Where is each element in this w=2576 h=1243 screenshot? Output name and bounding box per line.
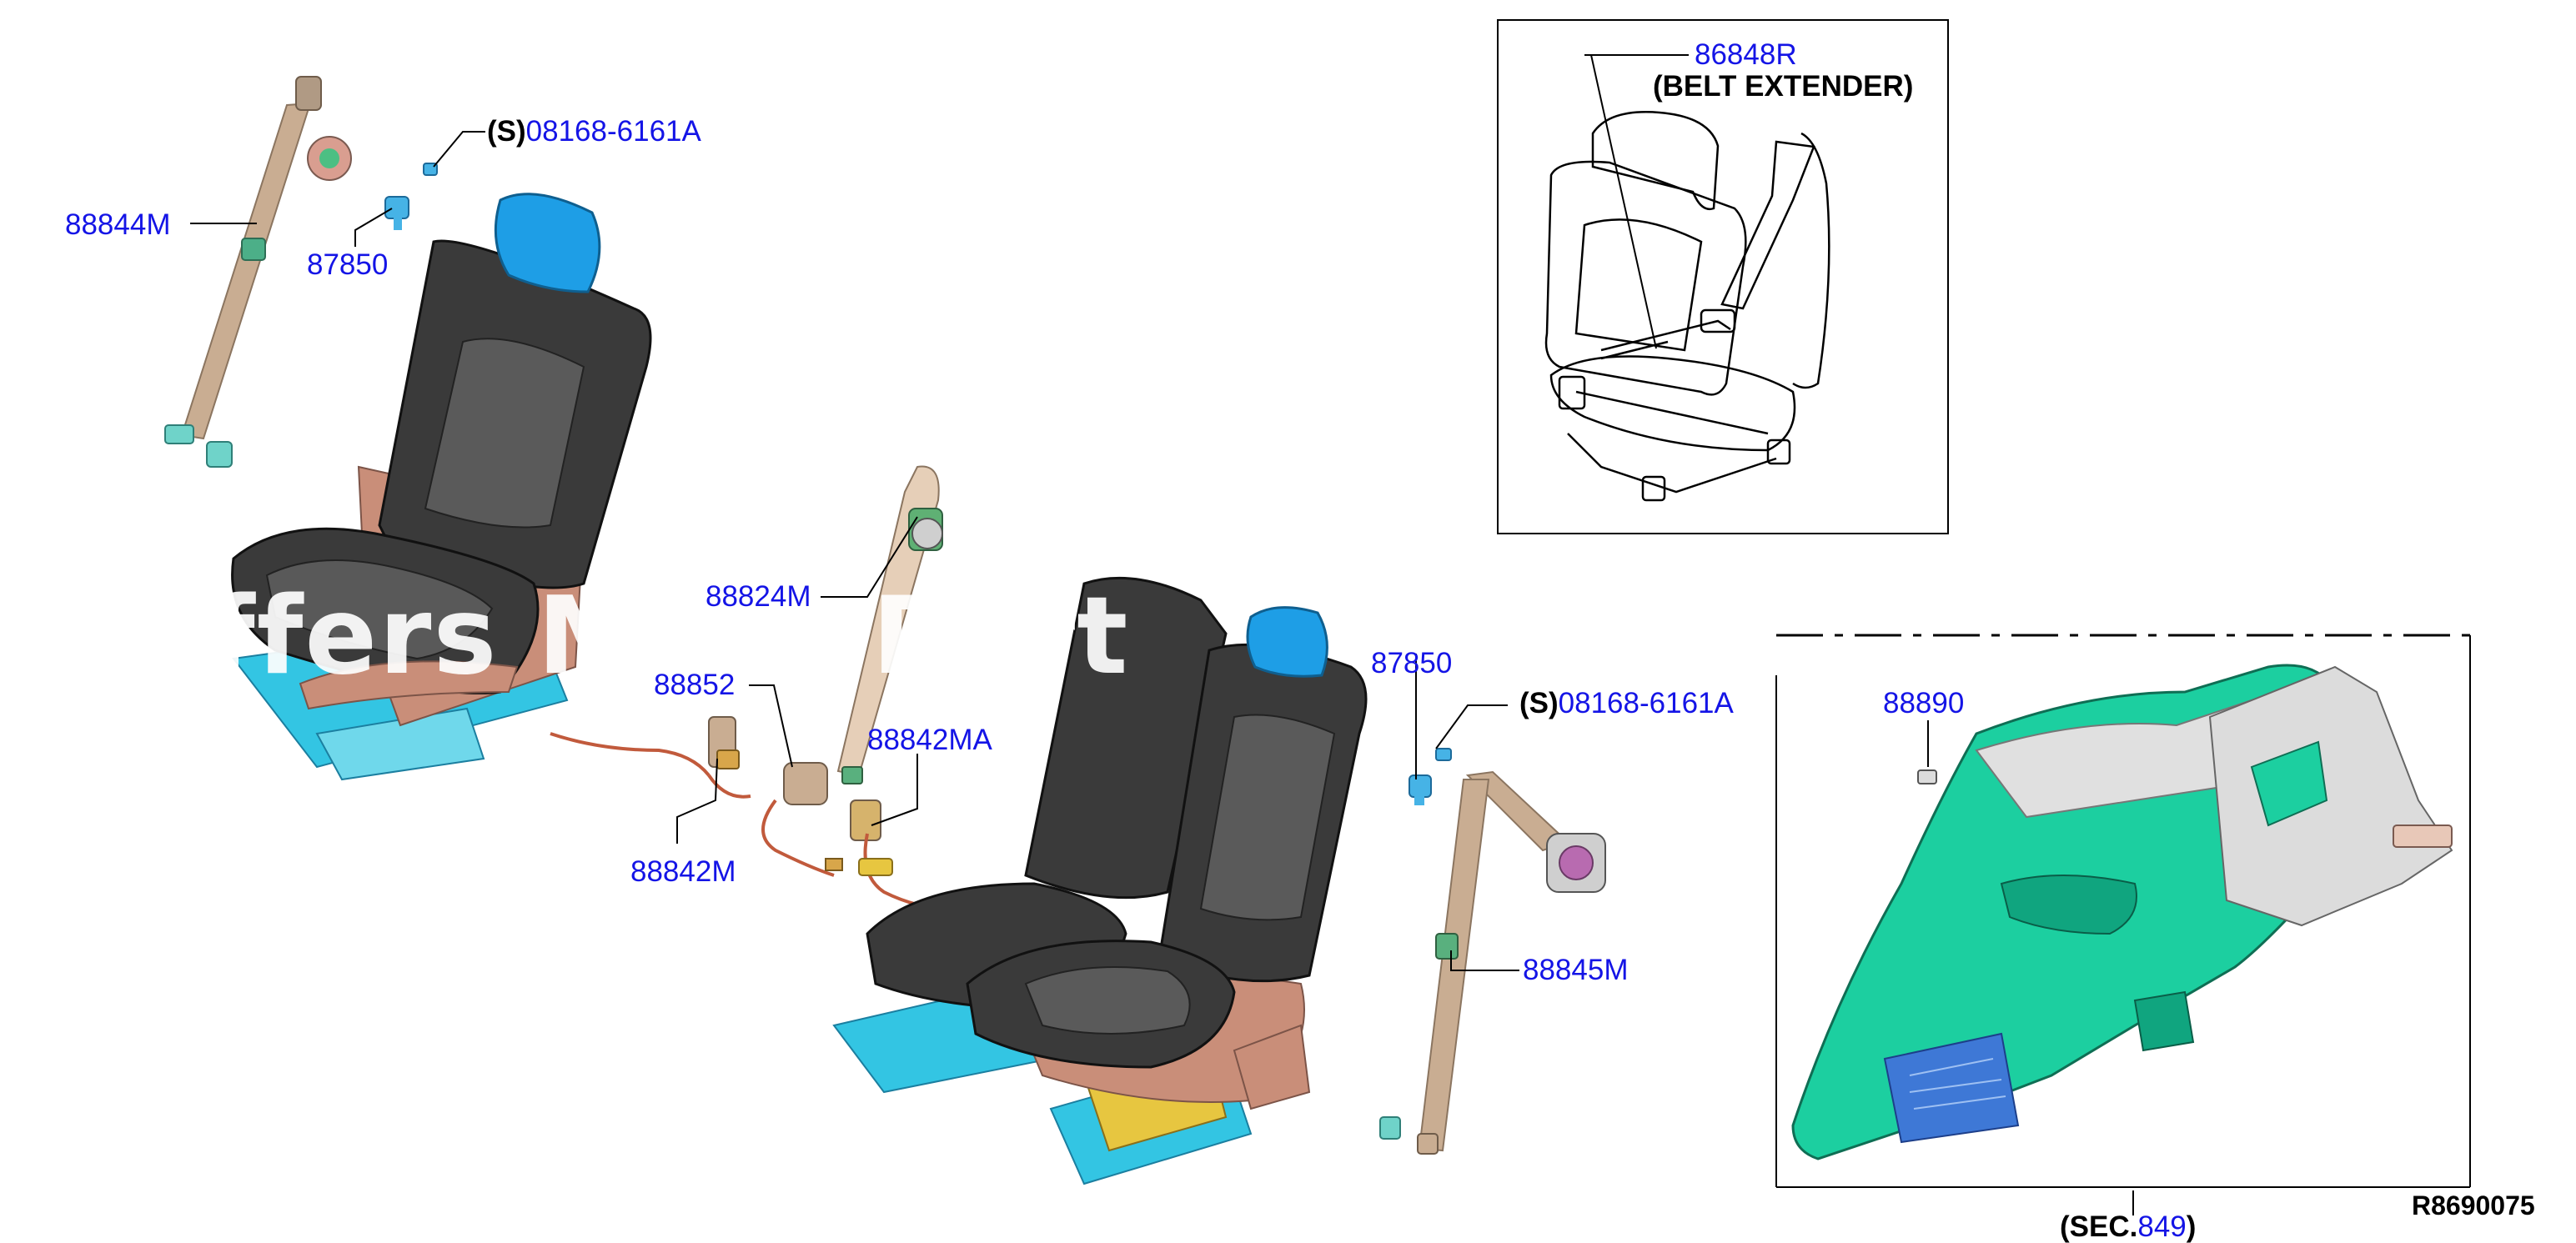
center-seat bbox=[832, 576, 1368, 1185]
belt-extender-seat-sketch bbox=[1544, 111, 1830, 502]
part-label-88845M[interactable]: 88845M bbox=[1523, 954, 1629, 986]
part-label-88842MA[interactable]: 88842MA bbox=[867, 724, 992, 756]
left-seat bbox=[231, 193, 652, 781]
part-label-88852[interactable]: 88852 bbox=[654, 669, 736, 701]
belt-extender-inset-frame bbox=[1497, 19, 1949, 534]
left-seat-belt-88844M bbox=[164, 76, 352, 468]
quarter-trim-panel-88890 bbox=[1791, 664, 2453, 1160]
part-label-87850-right[interactable]: 87850 bbox=[1371, 647, 1453, 679]
part-label-88842M[interactable]: 88842M bbox=[630, 855, 736, 888]
part-label-86848R[interactable]: 86848R bbox=[1695, 38, 1797, 71]
section-reference: (SEC.849) bbox=[2060, 1212, 2196, 1241]
belt-extender-caption: (BELT EXTENDER) bbox=[1653, 70, 1914, 103]
section-suffix: ) bbox=[2186, 1210, 2197, 1243]
section-prefix: (SEC. bbox=[2060, 1210, 2138, 1243]
part-label-88844M[interactable]: 88844M bbox=[65, 208, 171, 241]
section-link-849[interactable]: 849 bbox=[2137, 1210, 2187, 1243]
part-label-08168-6161A-right-group: (S)08168-6161A bbox=[1519, 689, 1734, 718]
part-label-08168-6161A-left-group: (S)08168-6161A bbox=[487, 117, 701, 146]
watermark-text: ffers Me o Part bbox=[208, 574, 1130, 699]
part-label-08168-6161A-left[interactable]: 08168-6161A bbox=[525, 115, 701, 148]
left-87850-anchor-part bbox=[384, 196, 409, 230]
sec-849-inset-frame bbox=[1775, 634, 2471, 1188]
diagram-reference-code: R8690075 bbox=[2412, 1190, 2535, 1220]
part-label-88824M[interactable]: 88824M bbox=[706, 580, 811, 613]
part-label-88890[interactable]: 88890 bbox=[1883, 687, 1965, 719]
part-label-87850-left[interactable]: 87850 bbox=[307, 248, 389, 281]
buckle-88852 bbox=[761, 762, 843, 877]
leader-lines bbox=[190, 54, 2134, 1215]
s-standard-part-marker: (S) bbox=[487, 115, 526, 148]
s-standard-part-marker-right: (S) bbox=[1519, 687, 1559, 719]
part-label-08168-6161A-right[interactable]: 08168-6161A bbox=[1558, 687, 1734, 719]
right-seat-belt-88845M bbox=[1379, 748, 1606, 1155]
harness-88842M bbox=[550, 716, 751, 799]
center-belt-88824M bbox=[836, 465, 943, 784]
buckle-88842MA bbox=[850, 799, 952, 910]
